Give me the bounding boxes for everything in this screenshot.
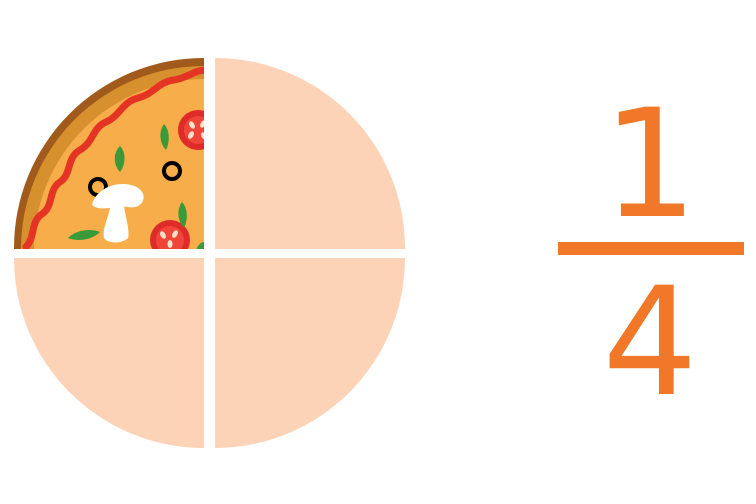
fraction-bar bbox=[558, 242, 744, 255]
pizza-circle bbox=[13, 58, 406, 448]
fraction: 1 4 bbox=[556, 90, 744, 420]
mushroom-icon bbox=[92, 184, 144, 243]
fraction-denominator: 4 bbox=[602, 256, 698, 430]
empty-slice-bottom-right bbox=[215, 258, 405, 448]
fraction-numerator: 1 bbox=[602, 78, 698, 252]
pizza-slice-icon bbox=[13, 58, 204, 249]
basil-leaf-icon bbox=[68, 230, 100, 240]
empty-slice-top-right bbox=[215, 58, 406, 249]
basil-leaf-icon bbox=[114, 146, 125, 172]
tomato-slice-icon bbox=[178, 110, 204, 150]
empty-slice-bottom-left bbox=[14, 258, 204, 448]
sauce-line bbox=[22, 66, 204, 249]
basil-leaf-icon bbox=[178, 202, 187, 228]
olive-icon bbox=[162, 161, 182, 181]
basil-leaf-icon bbox=[160, 124, 169, 150]
basil-leaf-icon bbox=[196, 242, 204, 249]
tomato-slice-icon bbox=[150, 220, 190, 249]
